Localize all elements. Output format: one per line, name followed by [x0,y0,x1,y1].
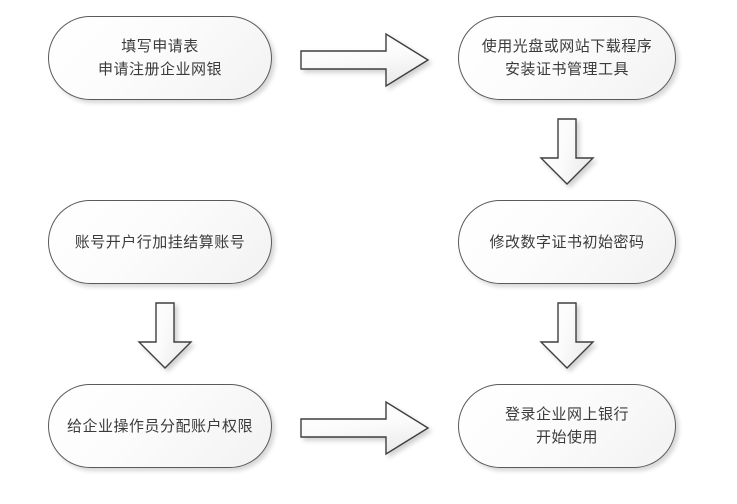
flow-node-login-corporate-banking[interactable]: 登录企业网上银行 开始使用 [458,384,676,468]
flow-node-change-certificate-password[interactable]: 修改数字证书初始密码 [458,200,676,284]
arrow-down-icon-step4-to-step6 [539,302,595,370]
flow-node-label: 使用光盘或网站下载程序 安装证书管理工具 [481,37,653,78]
flow-node-assign-operator-permissions[interactable]: 给企业操作员分配账户权限 [48,384,272,468]
flow-node-label: 给企业操作员分配账户权限 [66,416,253,435]
flow-node-install-certificate-tool[interactable]: 使用光盘或网站下载程序 安装证书管理工具 [458,16,676,100]
arrow-down-icon-step3-to-step5 [137,302,193,370]
arrow-right-icon-step1-to-step2 [300,32,430,88]
flow-node-label: 登录企业网上银行 开始使用 [504,405,629,446]
arrow-down-icon-step2-to-step4 [539,118,595,186]
flow-node-link-settlement-account[interactable]: 账号开户行加挂结算账号 [48,200,272,284]
flow-node-fill-application-form[interactable]: 填写申请表 申请注册企业网银 [48,16,272,100]
arrow-right-icon-step5-to-step6 [300,400,430,456]
flow-node-label: 填写申请表 申请注册企业网银 [97,37,222,78]
flow-node-label: 修改数字证书初始密码 [489,232,645,251]
flow-node-label: 账号开户行加挂结算账号 [74,232,246,251]
